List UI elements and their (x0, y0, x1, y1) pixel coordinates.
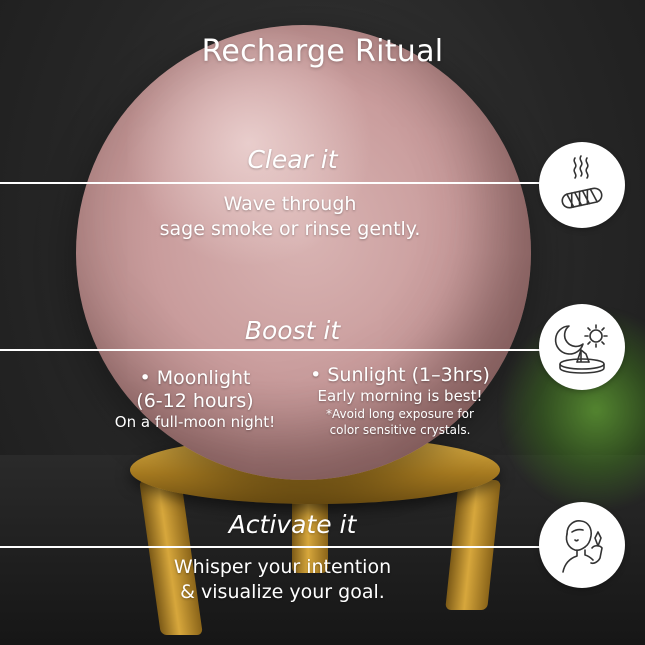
section-title-activate: Activate it (228, 510, 357, 539)
text-line: & visualize your goal. (180, 581, 385, 603)
divider-line (0, 349, 545, 351)
section-title-clear: Clear it (247, 145, 338, 174)
moon-sun-crystal-icon (539, 304, 625, 390)
text-line: sage smoke or rinse gently. (159, 218, 421, 240)
sunlight-note: *Avoid long exposure for (326, 407, 474, 421)
sunlight-tip: • Sunlight (1–3hrs) Early morning is bes… (300, 364, 500, 438)
activate-it-description: Whisper your intention & visualize your … (100, 555, 465, 605)
moonlight-heading: • Moonlight (139, 367, 251, 389)
sunlight-heading: • Sunlight (1–3hrs) (310, 364, 490, 386)
woman-holding-crystal-icon (539, 502, 625, 588)
sunlight-sub: Early morning is best! (317, 387, 483, 405)
clear-it-description: Wave through sage smoke or rinse gently. (110, 192, 470, 242)
text-line: Whisper your intention (173, 556, 392, 578)
moonlight-duration: (6-12 hours) (136, 390, 254, 412)
page-title: Recharge Ritual (201, 34, 444, 69)
section-title-boost: Boost it (244, 316, 341, 345)
moonlight-sub: On a full-moon night! (114, 413, 276, 431)
sunlight-note: color sensitive crystals. (329, 423, 471, 437)
moonlight-tip: • Moonlight (6-12 hours) On a full-moon … (95, 367, 295, 432)
rose-quartz-sphere (76, 25, 531, 480)
sage-smudge-icon (539, 142, 625, 228)
divider-line (0, 182, 545, 184)
divider-line (0, 546, 545, 548)
text-line: Wave through (223, 193, 357, 215)
